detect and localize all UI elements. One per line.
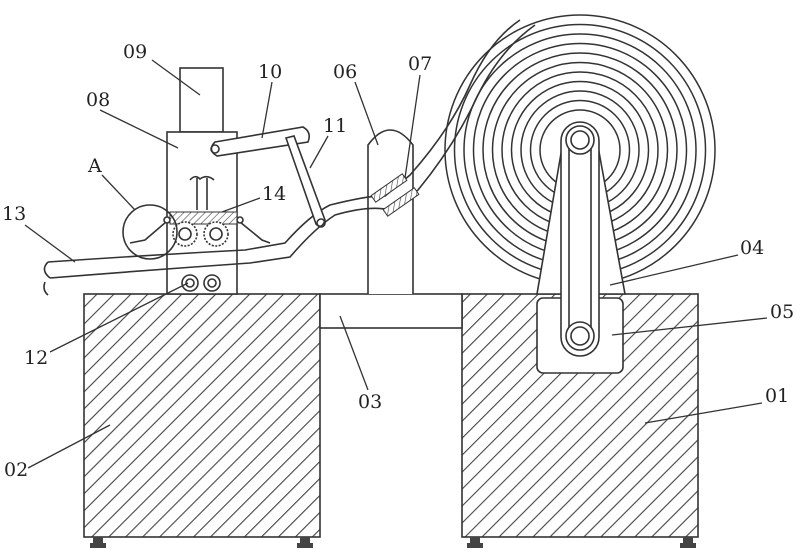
- label-12: 12: [24, 347, 48, 369]
- label-01: 01: [765, 385, 789, 407]
- label-07: 07: [408, 53, 432, 75]
- box-09: [179, 67, 224, 133]
- label-05: 05: [770, 301, 794, 323]
- leader-lines: [24, 59, 768, 469]
- label-08: 08: [86, 89, 110, 111]
- label-02: 02: [4, 459, 28, 481]
- label-04: 04: [740, 237, 764, 259]
- label-13: 13: [2, 203, 26, 225]
- label-06: 06: [333, 61, 357, 83]
- press-rollers: [172, 221, 229, 247]
- base-block-left: [83, 293, 321, 538]
- tape-13: [47, 19, 521, 263]
- press-plate-14: [169, 211, 238, 225]
- label-A: A: [87, 155, 102, 177]
- bridge-03: [319, 293, 463, 329]
- rollers-12: [181, 274, 221, 292]
- link-11: [284, 135, 326, 228]
- label-14: 14: [262, 183, 286, 205]
- guide-rollers-07: [370, 173, 420, 217]
- belt: [560, 121, 600, 357]
- detail-circle-A: [122, 204, 178, 260]
- feet: [90, 537, 696, 548]
- label-11: 11: [323, 115, 347, 137]
- label-09: 09: [123, 41, 147, 63]
- label-03: 03: [358, 391, 382, 413]
- label-10: 10: [258, 61, 282, 83]
